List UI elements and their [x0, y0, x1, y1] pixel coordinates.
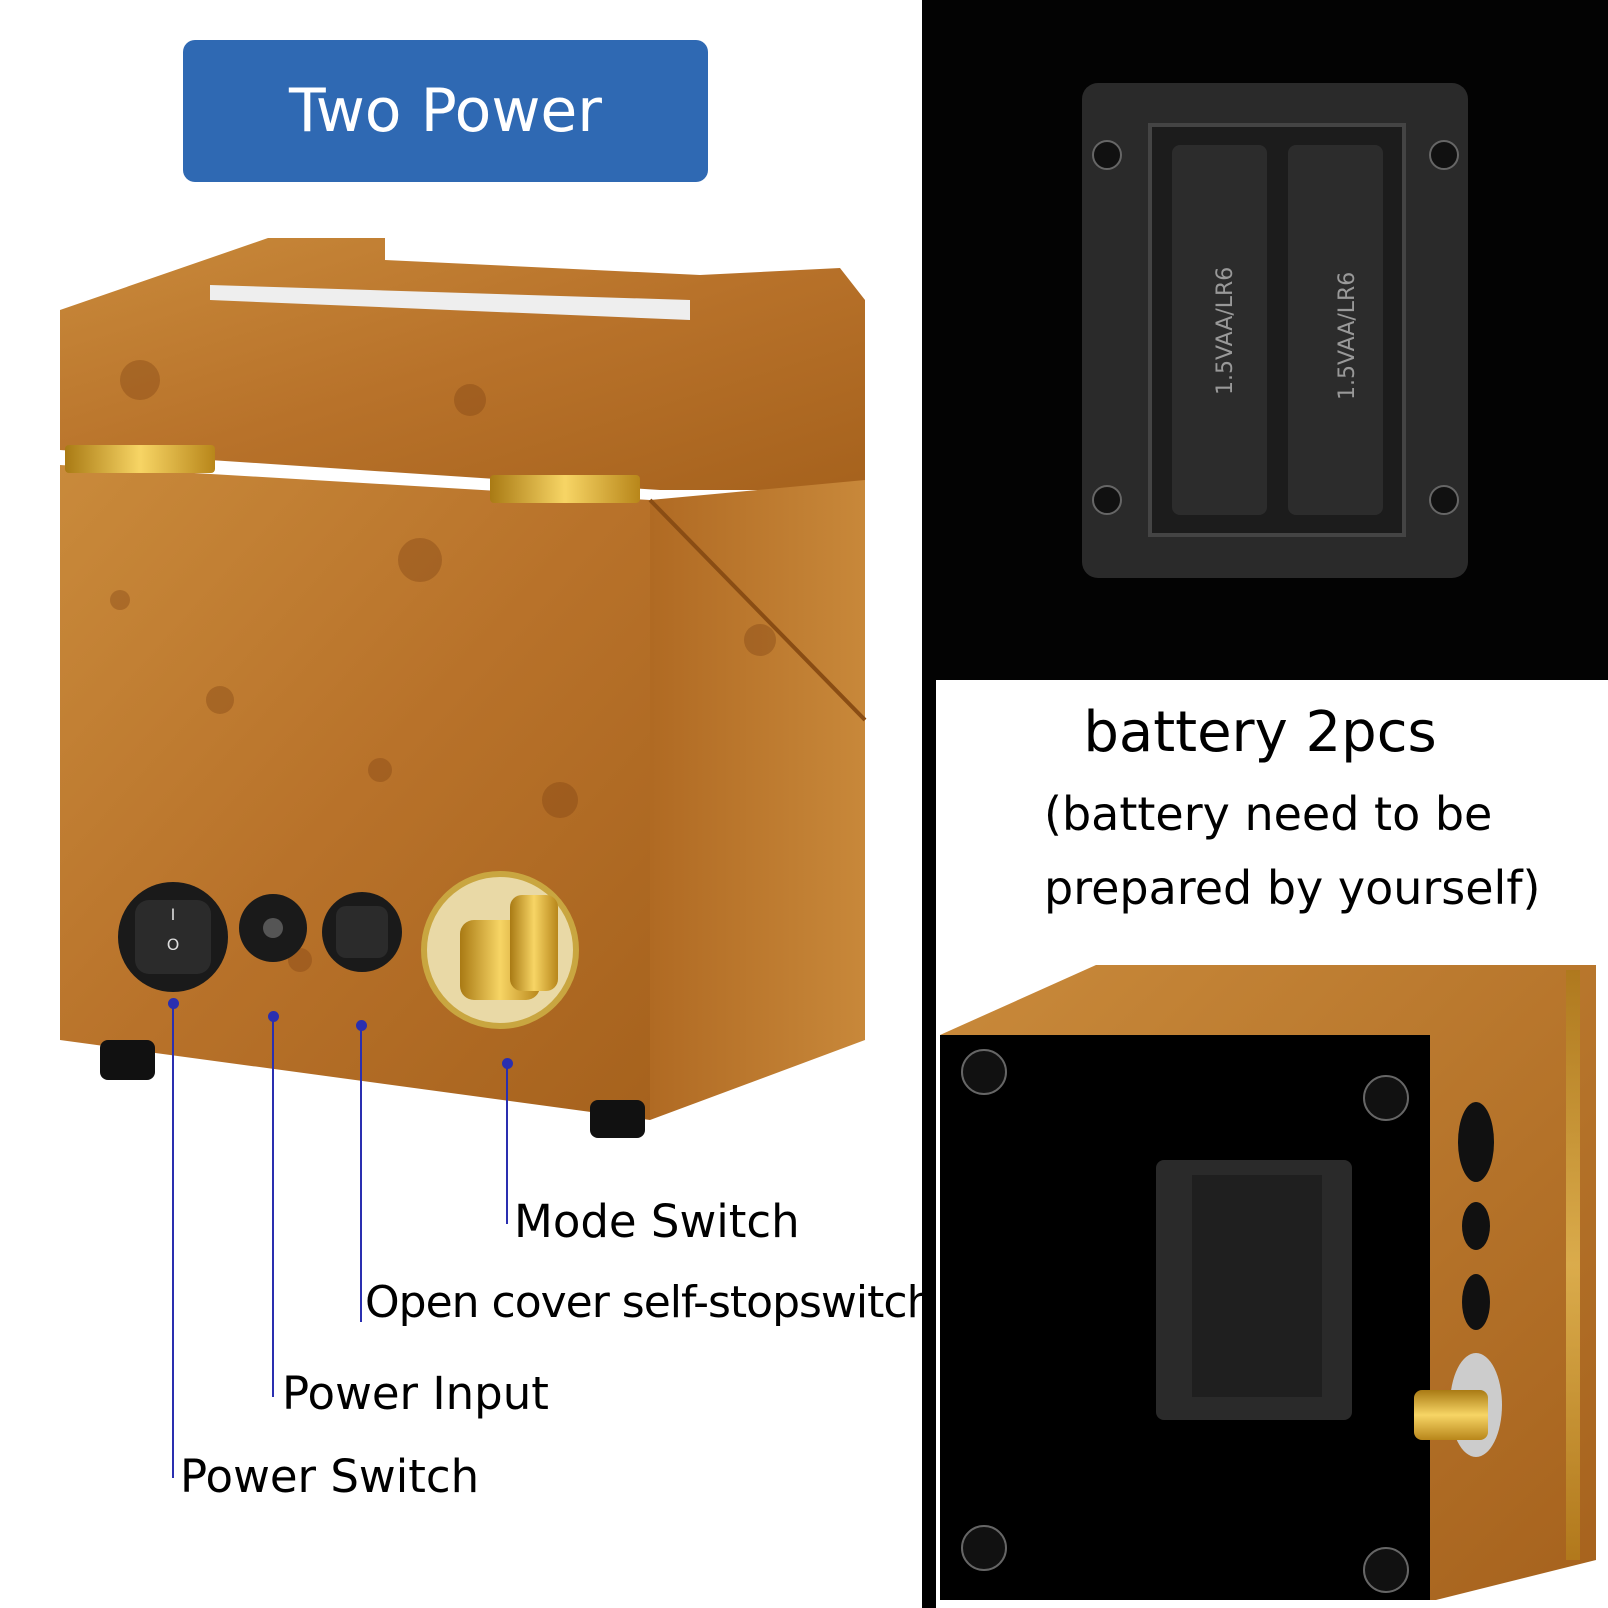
foot — [590, 1100, 645, 1138]
power-input-label: Power Input — [282, 1367, 549, 1420]
watch-winder-front-illustration: I O — [60, 238, 867, 1138]
battery-headline: battery 2pcs — [1083, 700, 1437, 765]
mode-switch-dot — [502, 1058, 513, 1069]
battery-note-line1: (battery need to be — [1044, 787, 1493, 841]
battery-compartment-photo: 1.5VAA/LR6 1.5VAA/LR6 — [922, 0, 1608, 680]
svg-text:O: O — [167, 935, 180, 954]
panel-divider — [922, 680, 936, 1608]
side-controls — [1414, 1102, 1502, 1457]
two-power-modes-badge: Two Power Modes — [183, 40, 708, 288]
open-cover-dot — [356, 1020, 367, 1031]
side-face — [650, 480, 865, 1120]
power-switch-dot — [168, 998, 179, 1009]
cell-left-label: 1.5VAA/LR6 — [1213, 267, 1238, 395]
open-cover-label: Open cover self-stopswitch — [365, 1277, 934, 1328]
power-switch-control: I O — [118, 882, 228, 992]
hinge-left — [65, 445, 215, 473]
mode-switch-line — [506, 1064, 508, 1224]
hinge-right — [490, 475, 640, 503]
glass-window — [210, 285, 690, 320]
open-cover-line — [360, 1026, 362, 1322]
cell-right-label: 1.5VAA/LR6 — [1335, 272, 1360, 400]
battery-note-line2: prepared by yourself) — [1044, 861, 1541, 915]
mode-switch-label: Mode Switch — [514, 1195, 800, 1248]
power-input-jack — [239, 894, 307, 962]
watch-winder-bottom-view — [940, 965, 1596, 1600]
power-input-line — [272, 1017, 274, 1397]
open-cover-switch-control — [322, 892, 402, 972]
power-input-dot — [268, 1011, 279, 1022]
foot — [100, 1040, 155, 1080]
power-switch-label: Power Switch — [180, 1450, 480, 1503]
svg-text:I: I — [171, 905, 176, 924]
mode-switch-knob — [421, 871, 579, 1029]
power-switch-line — [172, 1004, 174, 1478]
